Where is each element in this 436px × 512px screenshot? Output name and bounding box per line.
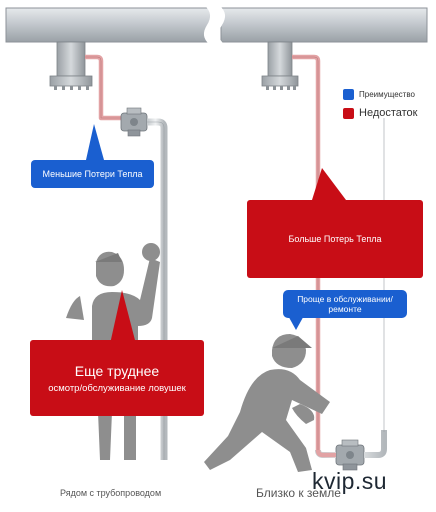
legend-disadvantage-label: Недостаток — [359, 107, 418, 119]
right-drip-leg — [261, 41, 299, 90]
left-steam-trap — [120, 107, 148, 137]
callout-easier-maintenance-text: Проще в обслуживании/ремонте — [297, 294, 393, 314]
left-heat-line — [85, 54, 125, 121]
callout-easier-maintenance: Проще в обслуживании/ремонте — [283, 290, 407, 318]
legend-advantage: Преимущество — [343, 89, 415, 100]
right-steam-trap — [335, 439, 365, 471]
callout-more-heat-loss: Больше Потерь Тепла — [247, 200, 423, 278]
left-drip-leg — [49, 41, 93, 90]
harder-access-pointer — [110, 290, 136, 344]
main-steam-pipe — [5, 6, 428, 44]
legend-advantage-swatch — [343, 89, 354, 100]
callout-harder-access-title: Еще труднее — [74, 362, 160, 379]
less-loss-pointer — [86, 124, 104, 160]
callout-more-heat-loss-text: Больше Потерь Тепла — [288, 234, 382, 244]
callout-harder-access-subtitle: осмотр/обслуживание ловушек — [48, 382, 186, 394]
legend-disadvantage-swatch — [343, 107, 354, 119]
more-loss-pointer — [312, 168, 346, 200]
callout-harder-access: Еще труднее осмотр/обслуживание ловушек — [30, 340, 204, 416]
callout-less-heat-loss: Меньшие Потери Тепла — [31, 160, 154, 188]
standing-worker-figure — [66, 243, 160, 460]
callout-less-heat-loss-text: Меньшие Потери Тепла — [42, 169, 143, 179]
legend-advantage-label: Преимущество — [359, 90, 415, 99]
kneeling-worker-figure — [204, 334, 330, 472]
site-watermark: kvip.su — [312, 468, 388, 494]
legend-disadvantage: Недостаток — [343, 107, 418, 119]
caption-near-ground: Близко к земле — [256, 486, 341, 500]
caption-near-pipeline: Рядом с трубопроводом — [60, 488, 162, 498]
